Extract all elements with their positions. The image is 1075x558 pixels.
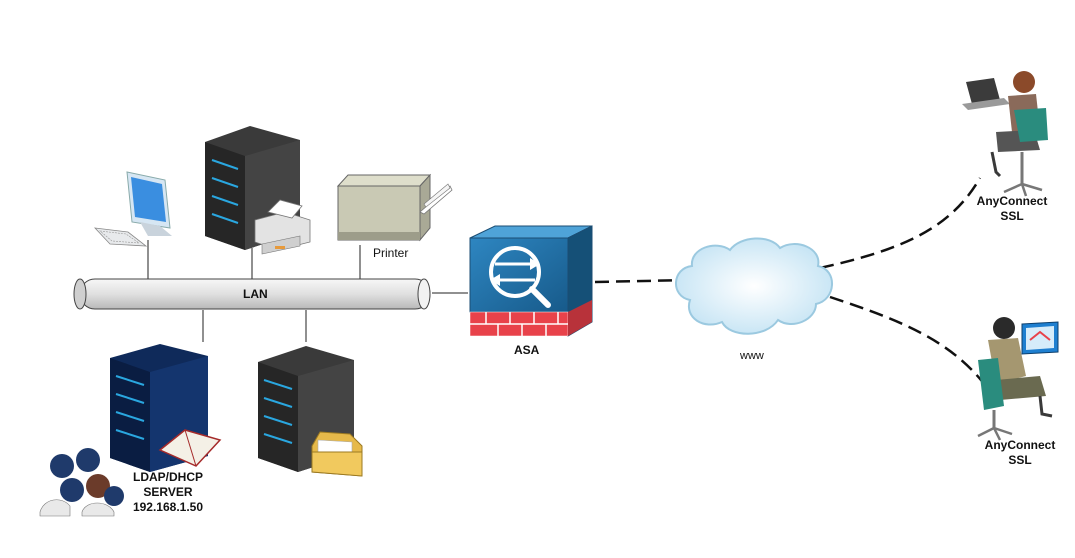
link-internet-client-top <box>819 177 982 270</box>
book-icon <box>158 429 222 467</box>
ldap-server-label-line3: 192.168.1.50 <box>132 500 204 514</box>
client-top-label-line2: SSL <box>1000 209 1024 223</box>
client-bottom-label: AnyConnect SSL <box>970 438 1070 468</box>
lan-label: LAN <box>243 287 268 301</box>
remote-user-top-icon <box>962 71 1048 197</box>
client-top-label: AnyConnect SSL <box>962 194 1062 224</box>
lan-drop-lines <box>147 240 468 342</box>
printer-icon <box>336 173 453 242</box>
lan-bus <box>73 278 431 310</box>
printer-label: Printer <box>373 246 409 260</box>
ldap-server-label-line1: LDAP/DHCP <box>132 470 203 484</box>
client-bottom-label-line1: AnyConnect <box>984 438 1056 452</box>
remote-user-bottom-icon <box>977 317 1059 441</box>
client-bottom-label-line2: SSL <box>1008 453 1032 467</box>
desktop-printer-icon <box>254 199 311 255</box>
users-group-icon <box>39 448 124 517</box>
ldap-server-label: LDAP/DHCP SERVER 192.168.1.50 <box>118 470 218 515</box>
wan-links <box>594 177 986 386</box>
internet-label: www <box>740 350 764 362</box>
asa-label: ASA <box>514 343 540 357</box>
workstation-icon <box>93 171 172 247</box>
link-asa-internet <box>594 278 691 284</box>
client-top-label-line1: AnyConnect <box>976 194 1048 208</box>
internet-cloud-icon <box>675 237 833 335</box>
link-internet-client-bottom <box>829 295 986 386</box>
ldap-server-label-line2: SERVER <box>143 485 193 499</box>
asa-firewall-icon <box>469 225 593 337</box>
folder-icon <box>311 431 363 477</box>
